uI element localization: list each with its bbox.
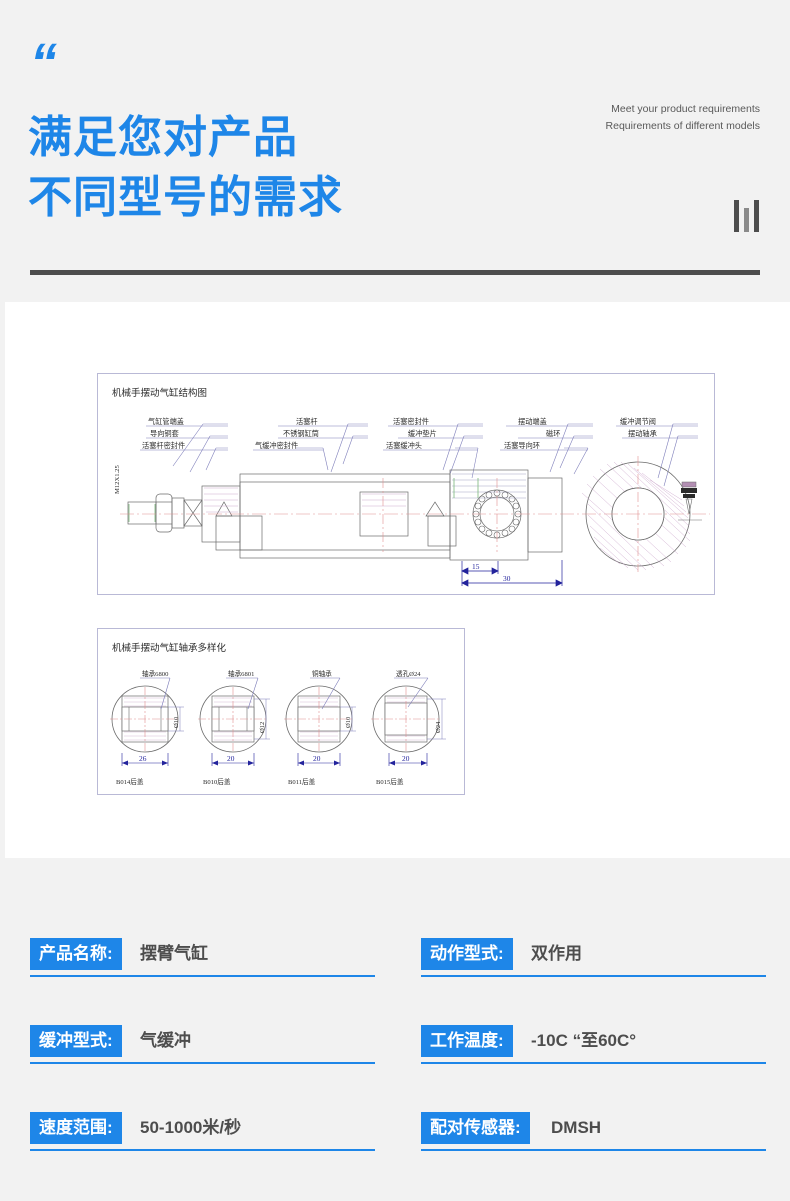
bearing-variant-1: 轴承6800 Ø10 26 B014后盖 — [110, 669, 184, 786]
callout-left-3: 活塞杆密封件 — [142, 441, 185, 450]
spec-label: 缓冲型式: — [30, 1025, 122, 1057]
callout-midleft-2: 不锈钢缸筒 — [283, 429, 319, 438]
bearing-1-diameter: Ø10 — [173, 716, 180, 728]
spec-row-cushion-type: 缓冲型式: 气缓冲 — [30, 1025, 375, 1065]
bearing-3-width: 20 — [313, 754, 321, 763]
callout-midleft-1: 活塞杆 — [296, 417, 318, 426]
bearing-2-width: 20 — [227, 754, 235, 763]
deco-bar-right — [754, 200, 759, 232]
vertical-bars-decoration-icon — [722, 198, 762, 232]
cushion-valve-icon — [678, 481, 702, 521]
bearing-2-diameter: Ø12 — [259, 722, 266, 733]
callout-left-2: 导向铜套 — [150, 429, 179, 438]
spec-row-working-temperature: 工作温度: -10C “至60C° — [421, 1025, 766, 1065]
spec-underline — [30, 1149, 375, 1151]
thread-label: M12X1.25 — [114, 465, 121, 494]
page-title: 满足您对产品 不同型号的需求 — [28, 108, 343, 228]
callout-midright-2: 磁环 — [546, 429, 560, 438]
spec-underline — [421, 1062, 766, 1064]
spec-underline — [30, 1062, 375, 1064]
bearing-2-caption: B010后盖 — [203, 777, 231, 786]
callout-mid-3: 活塞缓冲头 — [386, 441, 422, 450]
bearing-4-label: 透孔Ø24 — [396, 670, 421, 678]
bearing-4-caption: B015后盖 — [376, 777, 404, 786]
headline-line-2: 不同型号的需求 — [28, 173, 343, 222]
deco-bar-left — [734, 200, 739, 232]
spec-value: 50-1000米/秒 — [140, 1118, 242, 1137]
callout-right-1: 缓冲调节阀 — [620, 417, 656, 426]
bearing-4-width: 20 — [402, 754, 410, 763]
spec-label: 速度范围: — [30, 1112, 122, 1144]
bearing-variant-2: 轴承6801 Ø12 20 B010后盖 — [198, 669, 270, 786]
callout-right-2: 摆动轴承 — [628, 429, 657, 438]
callout-midright-1: 摆动端盖 — [518, 417, 547, 426]
bearing-1-label: 轴承6800 — [142, 669, 169, 678]
deco-bar-middle — [744, 208, 749, 232]
specifications-table: 产品名称: 摆臂气缸 动作型式: 双作用 缓冲型式: 气缓冲 工作温度: -10… — [0, 920, 790, 1170]
spec-value: -10C “至60C° — [531, 1031, 637, 1050]
dimension-30: 30 — [503, 574, 511, 583]
spec-label: 动作型式: — [421, 938, 513, 970]
spec-underline — [30, 975, 375, 977]
bearing-2-label: 轴承6801 — [228, 669, 254, 678]
callout-mid-2: 缓冲垫片 — [408, 429, 437, 438]
bearing-3-diameter: Ø10 — [345, 716, 352, 728]
cylinder-structure-drawing: 机械手摆动气缸结构图 M12X1.25 — [112, 387, 710, 587]
figure1-title: 机械手摆动气缸结构图 — [112, 387, 207, 399]
header-subtitle: Meet your product requirements Requireme… — [606, 101, 760, 135]
subtitle-line-1: Meet your product requirements — [611, 103, 760, 115]
callout-midleft-3: 气缓冲密封件 — [255, 441, 298, 450]
quote-mark-icon: “ — [30, 33, 57, 93]
spec-underline — [421, 975, 766, 977]
headline-line-1: 满足您对产品 — [28, 113, 298, 162]
spec-value: 摆臂气缸 — [140, 944, 208, 963]
header-divider — [30, 270, 760, 275]
bearing-variants-drawing: 机械手摆动气缸轴承多样化 轴承6800 — [110, 642, 446, 786]
bearing-3-label: 铜轴承 — [312, 669, 332, 678]
spec-value: 气缓冲 — [140, 1031, 191, 1050]
spec-underline — [421, 1149, 766, 1151]
bearing-variants-figure: 机械手摆动气缸轴承多样化 轴承6800 — [97, 628, 465, 795]
spec-label: 工作温度: — [421, 1025, 513, 1057]
cylinder-structure-figure: 机械手摆动气缸结构图 M12X1.25 — [97, 373, 715, 595]
bearing-variant-4: 透孔Ø24 Ø24 20 B015后盖 — [371, 670, 446, 786]
page-header: “ 满足您对产品 不同型号的需求 Meet your product requi… — [0, 0, 790, 302]
callout-mid-1: 活塞密封件 — [393, 417, 429, 426]
bearing-1-caption: B014后盖 — [116, 777, 144, 786]
spec-value: 双作用 — [531, 944, 582, 963]
spec-row-product-name: 产品名称: 摆臂气缸 — [30, 938, 375, 978]
figure2-title: 机械手摆动气缸轴承多样化 — [112, 642, 227, 654]
bearing-variant-3: 铜轴承 Ø10 20 B011后盖 — [284, 669, 356, 786]
bearing-3-caption: B011后盖 — [288, 777, 316, 786]
spec-value: DMSH — [551, 1118, 602, 1137]
spec-label: 产品名称: — [30, 938, 122, 970]
spec-row-speed-range: 速度范围: 50-1000米/秒 — [30, 1112, 375, 1152]
dimension-15: 15 — [472, 562, 480, 571]
spec-row-action-type: 动作型式: 双作用 — [421, 938, 766, 978]
spec-label: 配对传感器: — [421, 1112, 530, 1144]
callout-midright-3: 活塞导向环 — [504, 441, 540, 450]
bearing-4-diameter: Ø24 — [435, 721, 442, 733]
subtitle-line-2: Requirements of different models — [605, 120, 760, 132]
spec-row-matched-sensor: 配对传感器: DMSH — [421, 1112, 766, 1152]
callout-left-1: 气缸管端盖 — [148, 417, 184, 426]
bearing-1-width: 26 — [139, 754, 147, 763]
